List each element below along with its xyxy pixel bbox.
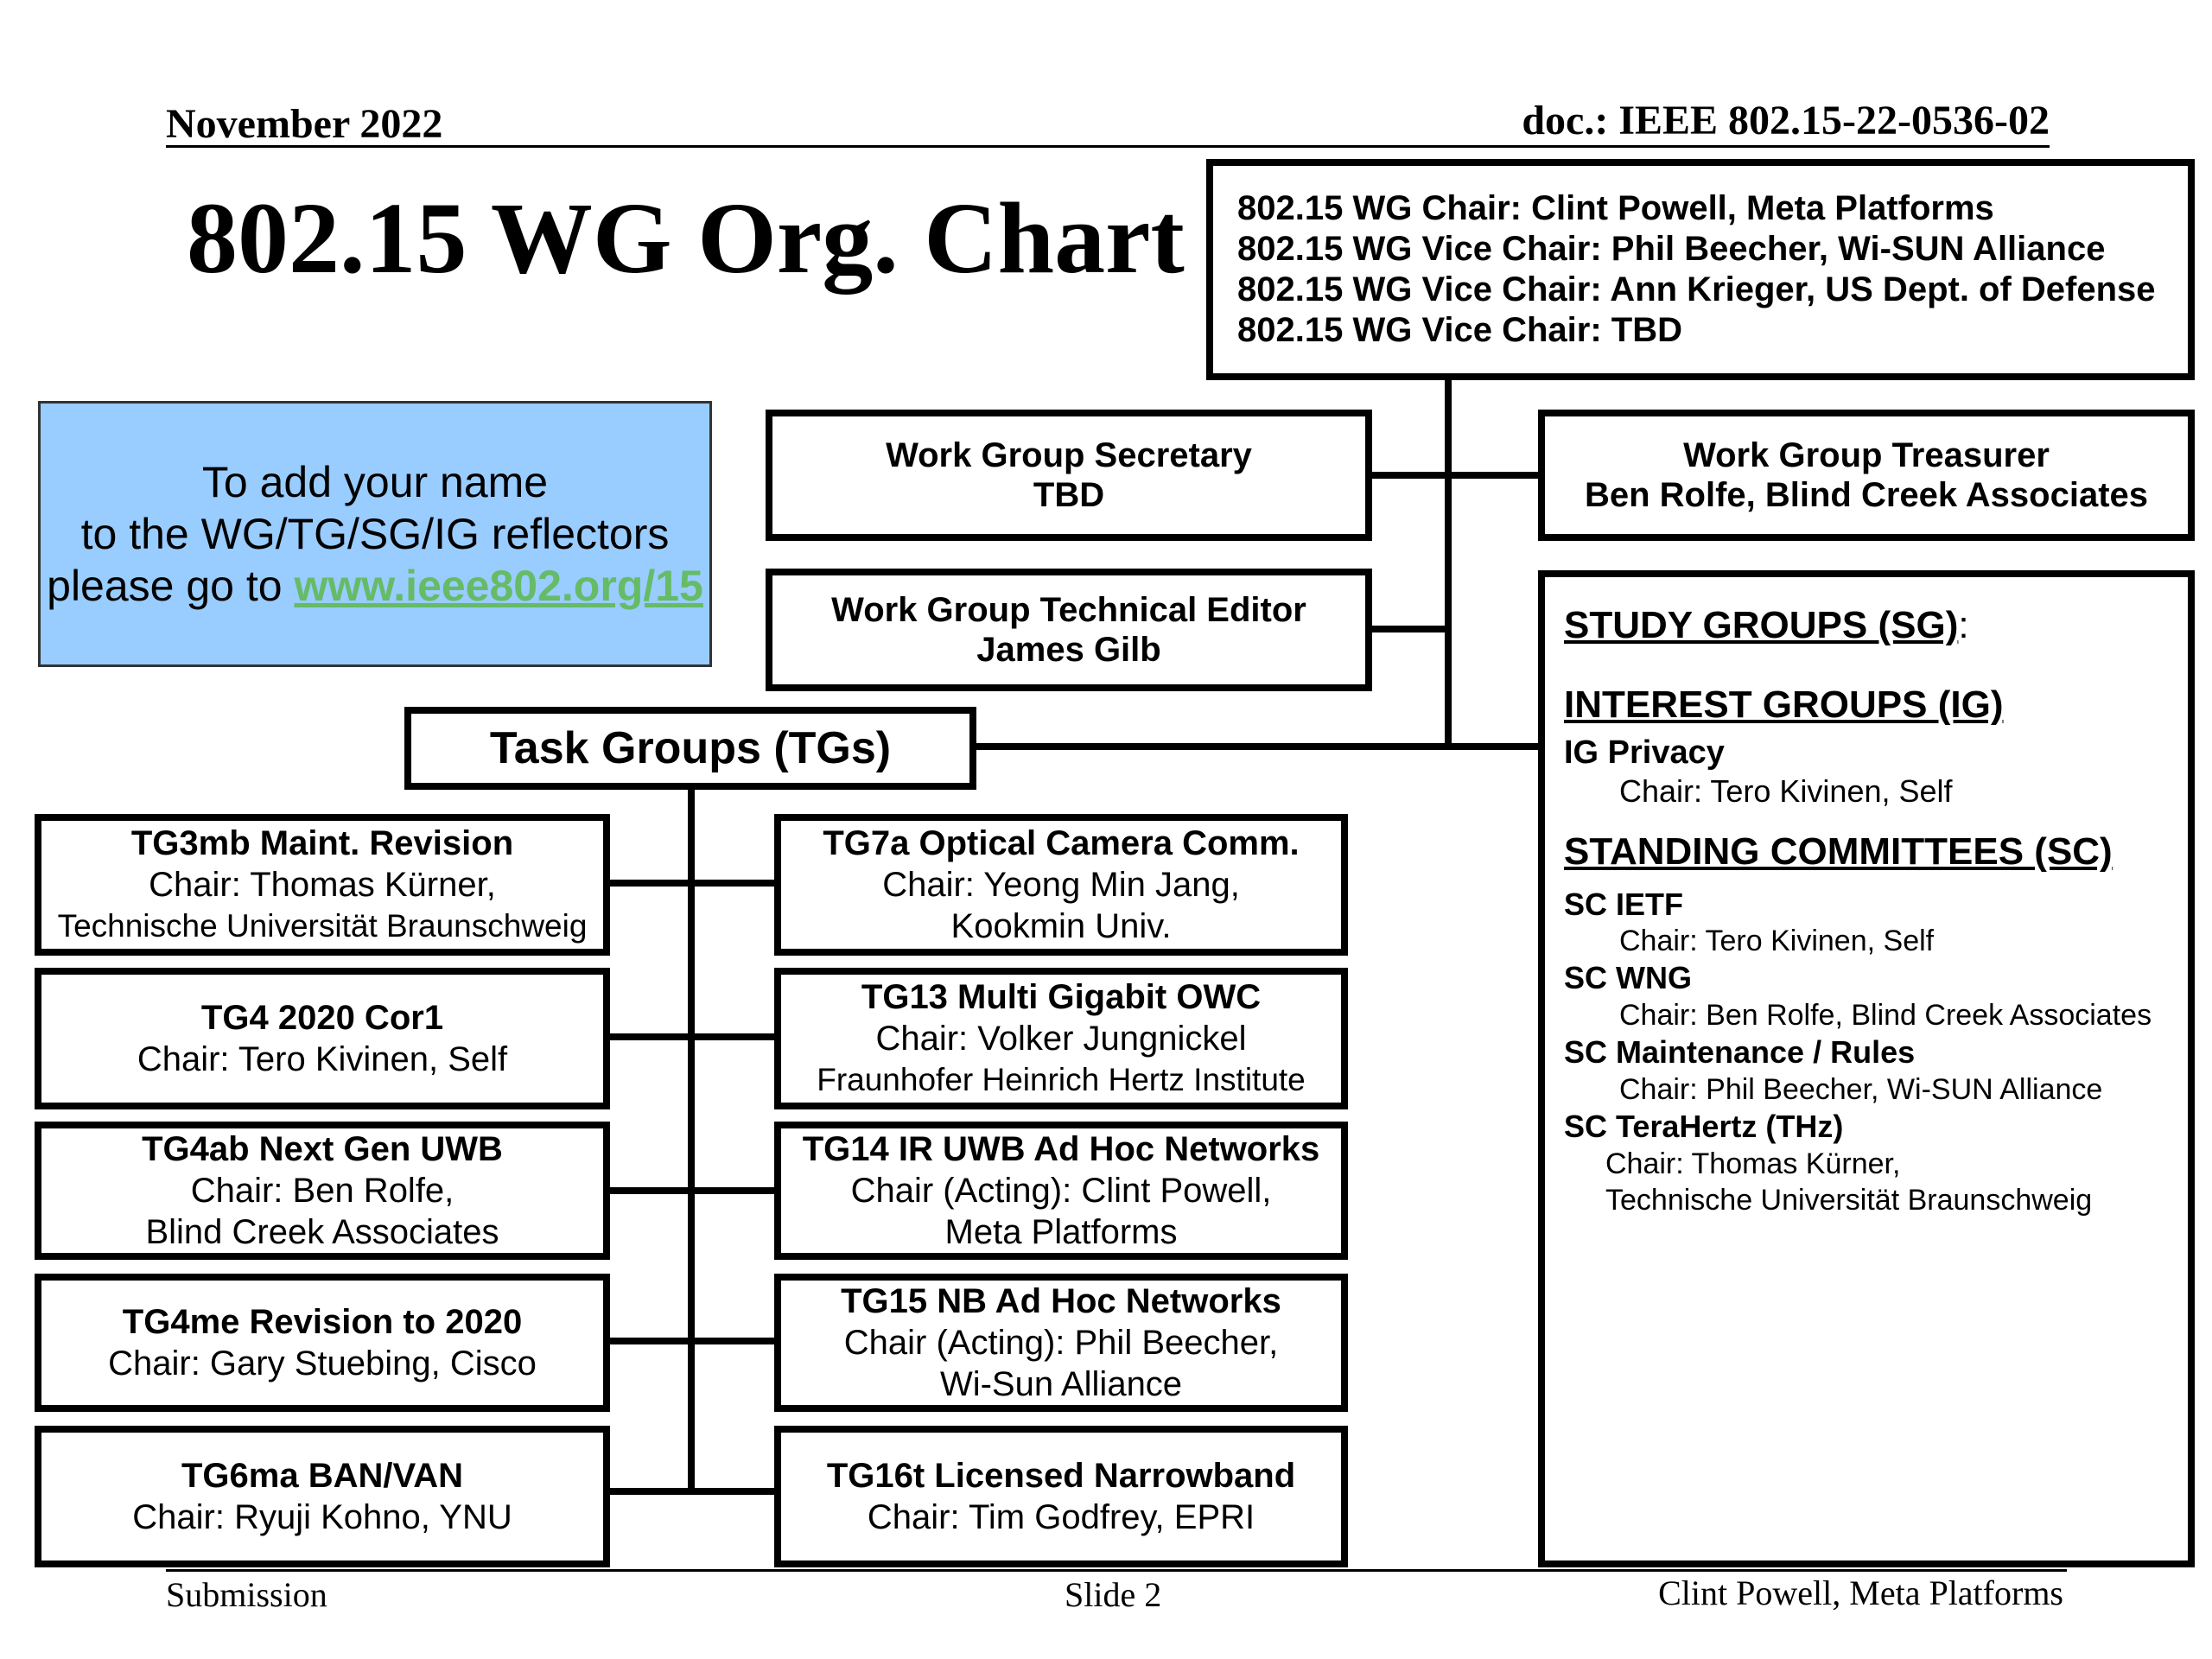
tg-chair: Chair: Tim Godfrey, EPRI xyxy=(867,1498,1255,1536)
sc-chair: Chair: Phil Beecher, Wi-SUN Alliance xyxy=(1619,1073,2103,1106)
footer-rule xyxy=(166,1569,2067,1572)
study-groups-heading-row: STUDY GROUPS (SG): xyxy=(1564,601,2188,658)
tech-editor-title: Work Group Technical Editor xyxy=(831,591,1306,629)
sc-name: SC Maintenance / Rules xyxy=(1564,1034,1916,1070)
vice-chair-line: 802.15 WG Vice Chair: Ann Krieger, US De… xyxy=(1237,270,2156,308)
sc-name: SC TeraHertz (THz) xyxy=(1564,1109,1844,1144)
interest-groups-heading: INTEREST GROUPS (IG) xyxy=(1564,683,2004,726)
ig-chair: Chair: Tero Kivinen, Self xyxy=(1619,773,1953,809)
footer-submission: Submission xyxy=(166,1575,327,1614)
tg-box: TG3mb Maint. Revision Chair: Thomas Kürn… xyxy=(35,814,610,956)
sc-chair: Chair: Tero Kivinen, Self xyxy=(1619,925,1935,957)
reflector-line-1: To add your name xyxy=(201,458,549,506)
connector-secretary xyxy=(1365,472,1448,479)
sc-name: SC IETF xyxy=(1564,887,1684,922)
page-title: 802.15 WG Org. Chart xyxy=(187,181,1185,295)
tg-title: TG6ma BAN/VAN xyxy=(181,1457,463,1495)
connector-tg-row-1 xyxy=(605,880,778,887)
groups-committees-panel: STUDY GROUPS (SG): INTEREST GROUPS (IG) … xyxy=(1538,570,2195,1567)
connector-taskgroups xyxy=(971,743,1541,750)
reflector-info-box: To add your name to the WG/TG/SG/IG refl… xyxy=(38,401,712,667)
connector-tg-row-4 xyxy=(605,1338,778,1344)
vice-chair-line: 802.15 WG Vice Chair: Phil Beecher, Wi-S… xyxy=(1237,230,2106,268)
tg-box: TG7a Optical Camera Comm. Chair: Yeong M… xyxy=(774,814,1348,956)
tg-box: TG4 2020 Cor1 Chair: Tero Kivinen, Self xyxy=(35,968,610,1109)
tg-affiliation: Blind Creek Associates xyxy=(145,1213,499,1251)
sc-chair-affiliation: Technische Universität Braunschweig xyxy=(1605,1184,2093,1217)
study-groups-colon: : xyxy=(1958,604,1969,646)
tg-affiliation: Fraunhofer Heinrich Hertz Institute xyxy=(817,1062,1306,1097)
tg-chair: Chair: Volker Jungnickel xyxy=(875,1020,1247,1058)
tg-box: TG15 NB Ad Hoc Networks Chair (Acting): … xyxy=(774,1274,1348,1412)
tg-chair: Chair: Thomas Kürner, xyxy=(149,866,496,904)
task-groups-label: Task Groups (TGs) xyxy=(489,723,892,773)
study-groups-heading: STUDY GROUPS (SG) xyxy=(1564,604,1959,646)
secretary-title: Work Group Secretary xyxy=(886,436,1252,474)
vice-chair-line: 802.15 WG Vice Chair: TBD xyxy=(1237,311,1682,349)
connector-tg-row-5 xyxy=(605,1488,778,1495)
footer-author: Clint Powell, Meta Platforms xyxy=(1658,1573,2063,1612)
connector-tg-row-2 xyxy=(605,1033,778,1040)
tg-title: TG13 Multi Gigabit OWC xyxy=(861,978,1262,1016)
tg-title: TG4ab Next Gen UWB xyxy=(142,1130,503,1168)
tg-chair: Chair: Ben Rolfe, xyxy=(190,1172,454,1210)
reflector-line-3-prefix: please go to xyxy=(47,562,295,610)
chair-box: 802.15 WG Chair: Clint Powell, Meta Plat… xyxy=(1206,159,2195,380)
tg-chair: Chair: Gary Stuebing, Cisco xyxy=(108,1344,537,1382)
treasurer-title: Work Group Treasurer xyxy=(1683,436,2050,474)
connector-treasurer xyxy=(1448,472,1541,479)
treasurer-name: Ben Rolfe, Blind Creek Associates xyxy=(1584,476,2149,514)
tg-affiliation: Kookmin Univ. xyxy=(950,907,1172,945)
header-doc-number: doc.: IEEE 802.15-22-0536-02 xyxy=(1522,98,2050,143)
reflector-line-3: please go to www.ieee802.org/15 xyxy=(47,560,703,612)
tg-title: TG14 IR UWB Ad Hoc Networks xyxy=(802,1130,1320,1168)
tg-box: TG6ma BAN/VAN Chair: Ryuji Kohno, YNU xyxy=(35,1426,610,1567)
tg-title: TG4me Revision to 2020 xyxy=(122,1303,523,1341)
standing-committees-heading: STANDING COMMITTEES (SC) xyxy=(1564,830,2113,873)
treasurer-box: Work Group Treasurer Ben Rolfe, Blind Cr… xyxy=(1538,410,2195,541)
reflector-link[interactable]: www.ieee802.org/15 xyxy=(294,562,703,610)
tg-box: TG4me Revision to 2020 Chair: Gary Stueb… xyxy=(35,1274,610,1412)
tg-box: TG4ab Next Gen UWB Chair: Ben Rolfe, Bli… xyxy=(35,1122,610,1260)
sc-chair: Chair: Ben Rolfe, Blind Creek Associates xyxy=(1619,999,2152,1032)
tg-chair: Chair: Yeong Min Jang, xyxy=(882,866,1240,904)
tg-title: TG16t Licensed Narrowband xyxy=(826,1457,1296,1495)
tg-title: TG7a Optical Camera Comm. xyxy=(823,824,1300,862)
tech-editor-box: Work Group Technical Editor James Gilb xyxy=(766,569,1372,691)
connector-trunk-vertical xyxy=(1445,373,1452,750)
tg-title: TG15 NB Ad Hoc Networks xyxy=(841,1282,1281,1320)
tg-affiliation: Wi-Sun Alliance xyxy=(939,1365,1183,1403)
tg-title: TG3mb Maint. Revision xyxy=(130,824,514,862)
ig-name: IG Privacy xyxy=(1564,734,1725,771)
footer-slide-number: Slide 2 xyxy=(1065,1575,1162,1614)
connector-tg-spine xyxy=(688,788,695,1493)
sc-chair: Chair: Thomas Kürner, xyxy=(1605,1147,1901,1180)
tg-affiliation: Technische Universität Braunschweig xyxy=(57,908,588,944)
secretary-name: TBD xyxy=(1033,476,1105,514)
header-rule xyxy=(166,145,2050,148)
tg-chair: Chair (Acting): Clint Powell, xyxy=(850,1172,1272,1210)
header-date: November 2022 xyxy=(166,101,443,147)
tg-box: TG14 IR UWB Ad Hoc Networks Chair (Actin… xyxy=(774,1122,1348,1260)
connector-tech-editor xyxy=(1365,626,1448,632)
tg-chair: Chair (Acting): Phil Beecher, xyxy=(843,1324,1279,1362)
tg-title: TG4 2020 Cor1 xyxy=(200,999,444,1037)
tg-affiliation: Meta Platforms xyxy=(944,1213,1178,1251)
tg-chair: Chair: Tero Kivinen, Self xyxy=(137,1040,508,1078)
tg-box: TG13 Multi Gigabit OWC Chair: Volker Jun… xyxy=(774,968,1348,1109)
reflector-line-2: to the WG/TG/SG/IG reflectors xyxy=(80,510,670,558)
tech-editor-name: James Gilb xyxy=(976,631,1161,669)
chair-line: 802.15 WG Chair: Clint Powell, Meta Plat… xyxy=(1237,189,1994,227)
connector-tg-row-3 xyxy=(605,1187,778,1194)
sc-name: SC WNG xyxy=(1564,960,1692,995)
task-groups-box: Task Groups (TGs) xyxy=(404,707,976,790)
tg-chair: Chair: Ryuji Kohno, YNU xyxy=(132,1498,512,1536)
tg-box: TG16t Licensed Narrowband Chair: Tim God… xyxy=(774,1426,1348,1567)
secretary-box: Work Group Secretary TBD xyxy=(766,410,1372,541)
